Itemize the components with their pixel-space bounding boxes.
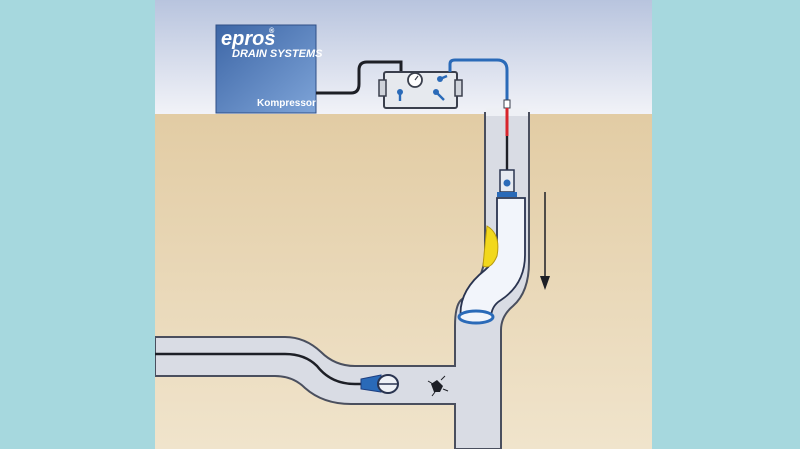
left-margin bbox=[0, 0, 155, 449]
compressor-label: Kompressor bbox=[257, 98, 316, 109]
hose-coupling bbox=[503, 99, 511, 109]
right-margin bbox=[652, 0, 800, 449]
compressor-box bbox=[215, 24, 317, 114]
arrow-down-icon bbox=[540, 192, 550, 290]
brand-name: epros bbox=[221, 28, 275, 50]
control-box-right-cap bbox=[454, 79, 463, 97]
inversion-hose bbox=[448, 58, 509, 100]
brand-subtitle: DRAIN SYSTEMS bbox=[232, 48, 323, 60]
robot-cable bbox=[155, 352, 365, 386]
air-hose bbox=[316, 60, 403, 95]
control-unit bbox=[378, 71, 463, 109]
control-box-left-cap bbox=[378, 79, 387, 97]
packer-valve bbox=[503, 179, 511, 187]
compressor-unit: epros ® DRAIN SYSTEMS Kompressor bbox=[215, 24, 323, 114]
resin-fill bbox=[482, 225, 499, 268]
valve-lever-2 bbox=[435, 91, 445, 101]
drain-relining-diagram: epros ® DRAIN SYSTEMS Kompressor bbox=[155, 0, 652, 449]
root-intrusion-icon bbox=[427, 375, 449, 397]
gauge-needle bbox=[414, 75, 419, 81]
packer-head bbox=[497, 169, 517, 197]
valve-lever-3 bbox=[439, 74, 448, 81]
robot-cutter-icon bbox=[360, 374, 399, 394]
pipe-junction bbox=[453, 367, 457, 403]
brand-mark: ® bbox=[269, 27, 275, 35]
packer-collar bbox=[497, 192, 517, 197]
liner-front bbox=[457, 309, 495, 325]
